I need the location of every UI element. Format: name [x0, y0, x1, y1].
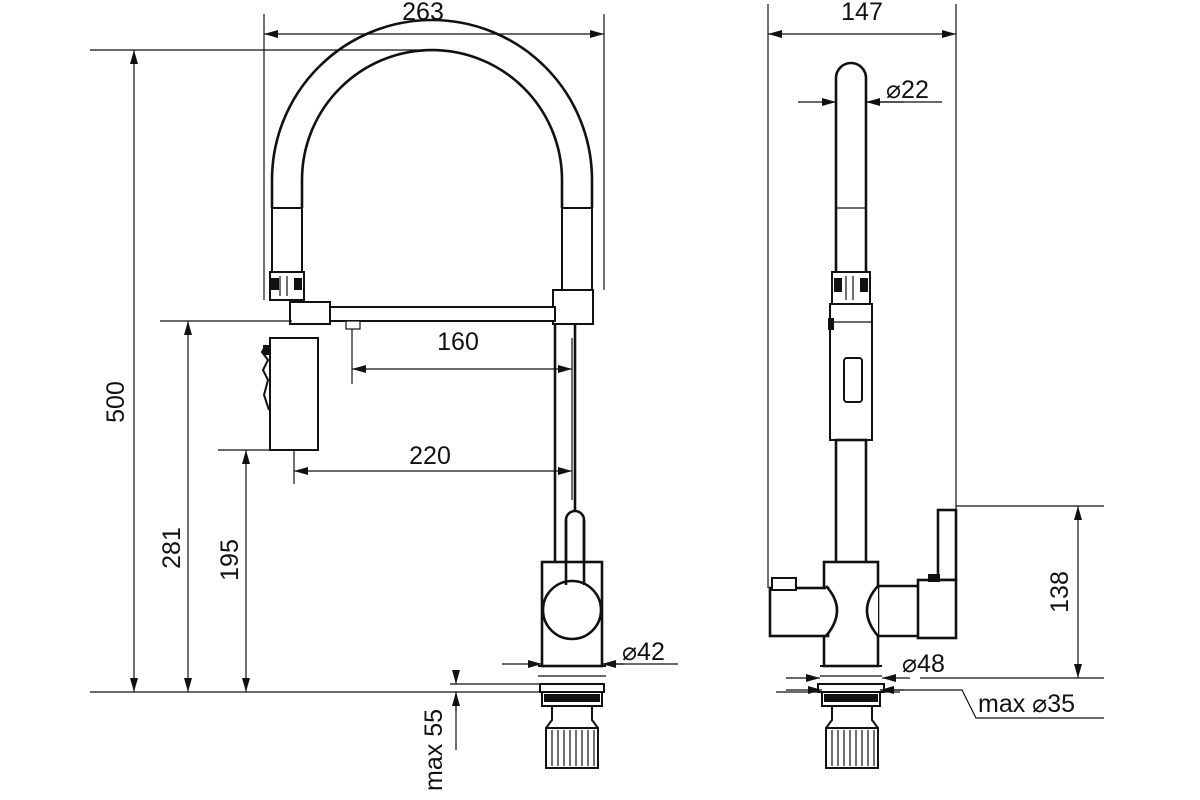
spray-head: [269, 337, 319, 451]
spray-head-button: [260, 344, 270, 411]
dim-height-spout: 281: [158, 527, 186, 569]
side-base-gasket: [817, 683, 885, 693]
right-handle-lever: [936, 508, 958, 582]
dim-leader-35: [880, 689, 1104, 719]
front-dimensions: 263 500 281 195 160 220 ⌀42 max 55: [90, 0, 678, 791]
dim-dia-body-front: ⌀42: [622, 638, 665, 666]
right-handle-body: [916, 578, 958, 640]
spray-button-shade: [263, 345, 269, 355]
shank-knurling: [551, 730, 595, 766]
side-base-nut-shade: [824, 694, 878, 702]
spray-holder-arm: [291, 306, 556, 322]
holder-pin: [345, 320, 361, 330]
hose-right-section: [561, 207, 593, 291]
left-handle-cap: [771, 577, 797, 591]
dim-width-side: 147: [841, 0, 883, 26]
dim-width-front: 263: [402, 0, 444, 26]
dim-reach-head: 220: [409, 442, 451, 470]
holder-clip: [289, 301, 331, 325]
base-gasket: [539, 683, 605, 693]
spout-arch-outer: [270, 18, 594, 208]
dim-dia-body-side: ⌀48: [902, 650, 945, 678]
side-view: [768, 61, 958, 769]
spray-mode-button: [843, 357, 863, 403]
right-handle-curve: [865, 585, 879, 637]
lower-spout-side: [834, 438, 868, 566]
front-view: [90, 18, 606, 769]
spout-arch-inner: [300, 48, 564, 208]
dim-reach-spout: 160: [437, 328, 479, 356]
hose-connector-left: [269, 271, 305, 301]
spout-holder-collar: [552, 289, 594, 325]
side-dimensions: 147 ⌀22 138 ⌀48 max ⌀35: [767, 0, 1104, 719]
side-shank-knurling: [831, 730, 875, 766]
side-connector-shade-2: [860, 278, 868, 292]
dim-height-handle: 138: [1046, 571, 1074, 613]
hose-left-section: [271, 207, 303, 273]
dim-shank-length: max 55: [420, 709, 448, 791]
dim-height-total: 500: [102, 381, 130, 423]
connector-shade-2: [294, 278, 302, 290]
handle-cartridge: [541, 579, 603, 641]
dim-height-head: 195: [216, 539, 244, 581]
left-handle-curve: [825, 585, 839, 637]
side-head-shade: [828, 318, 834, 330]
dim-dia-spout: ⌀22: [886, 76, 929, 104]
connector-shade-1: [271, 278, 279, 290]
dim-max-hole: max ⌀35: [978, 690, 1075, 718]
right-handle-shade: [928, 574, 940, 582]
side-shank-nut: [825, 705, 879, 769]
left-handle-side: [768, 586, 830, 638]
side-connector-shade-1: [834, 278, 842, 292]
base-nut-shade: [544, 694, 600, 702]
spout-tube-side: [834, 61, 868, 272]
shank-nut: [545, 705, 599, 769]
